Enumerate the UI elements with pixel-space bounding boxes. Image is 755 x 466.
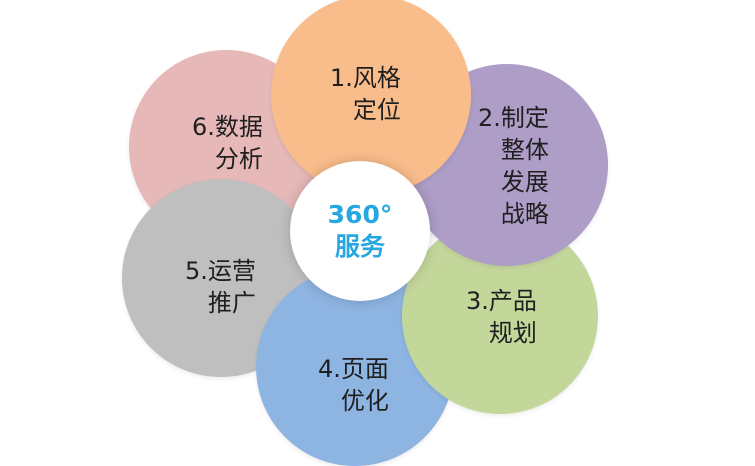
petal-6-label: 6.数据 分析 — [192, 111, 263, 175]
petal-2-label-line1: 2.制定 — [478, 104, 549, 132]
center-label-line1: 360° — [327, 200, 393, 229]
petal-4-label: 4.页面 优化 — [318, 353, 389, 417]
center-label-line2: 服务 — [334, 232, 385, 261]
petal-2-label-line4: 战略 — [500, 200, 549, 228]
petal-3-label-line2: 规划 — [488, 319, 537, 347]
petal-5-label-line2: 推广 — [207, 289, 256, 317]
petal-3-label: 3.产品 规划 — [466, 285, 537, 349]
center-circle: 360° 服务 — [290, 161, 430, 301]
petal-6-label-line1: 6.数据 — [192, 113, 263, 141]
petal-5-label-line1: 5.运营 — [185, 257, 256, 285]
petal-1-label: 1.风格 定位 — [330, 62, 401, 126]
petal-1-label-line2: 定位 — [352, 96, 401, 124]
petal-4-label-line1: 4.页面 — [318, 355, 389, 383]
petal-2-label: 2.制定 整体 发展 战略 — [478, 102, 549, 230]
petal-1-label-line1: 1.风格 — [330, 64, 401, 92]
petal-3-label-line1: 3.产品 — [466, 287, 537, 315]
petal-4-label-line2: 优化 — [340, 387, 389, 415]
petal-2-label-line2: 整体 — [500, 136, 549, 164]
petal-6-label-line2: 分析 — [214, 145, 263, 173]
petal-2-label-line3: 发展 — [500, 168, 549, 196]
petal-5-label: 5.运营 推广 — [185, 255, 256, 319]
